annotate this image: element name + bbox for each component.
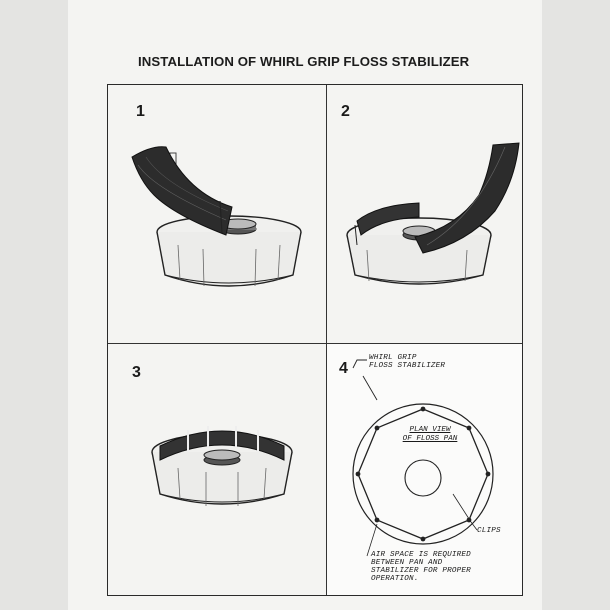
- callout-stabilizer-line1: WHIRL GRIP: [369, 354, 417, 362]
- plan-view-line1: PLAN VIEW: [409, 426, 451, 434]
- clips-label: CLIPS: [477, 527, 501, 535]
- step-1-number: 1: [136, 103, 145, 120]
- air-space-note-line4: OPERATION.: [371, 575, 419, 583]
- air-space-note-line2: BETWEEN PAN AND: [371, 559, 443, 567]
- step-3-number: 3: [132, 364, 141, 381]
- document-title: INSTALLATION OF WHIRL GRIP FLOSS STABILI…: [138, 54, 470, 69]
- instruction-grid: 1 2: [107, 84, 523, 596]
- air-space-note-line1: AIR SPACE IS REQUIRED: [371, 551, 471, 559]
- step-2-illustration: [346, 142, 520, 285]
- step-4-panel: 4 WHIRL GRIP FLOSS ST: [326, 343, 522, 595]
- step-3-panel: 3: [108, 343, 326, 595]
- step-2-panel: 2: [326, 85, 522, 343]
- step-1-panel: 1: [108, 85, 326, 343]
- step-4-number: 4: [339, 360, 348, 377]
- plan-view-label: PLAN VIEW OF FLOSS PAN: [393, 426, 467, 444]
- air-space-note-line3: STABILIZER FOR PROPER: [371, 567, 471, 575]
- callout-stabilizer-line2: FLOSS STABILIZER: [369, 362, 446, 370]
- step-1-illustration: [131, 146, 302, 287]
- step-3-illustration: [151, 426, 293, 506]
- step-2-number: 2: [341, 103, 350, 120]
- plan-view-line2: OF FLOSS PAN: [402, 435, 458, 443]
- plan-view-diagram: [352, 359, 494, 557]
